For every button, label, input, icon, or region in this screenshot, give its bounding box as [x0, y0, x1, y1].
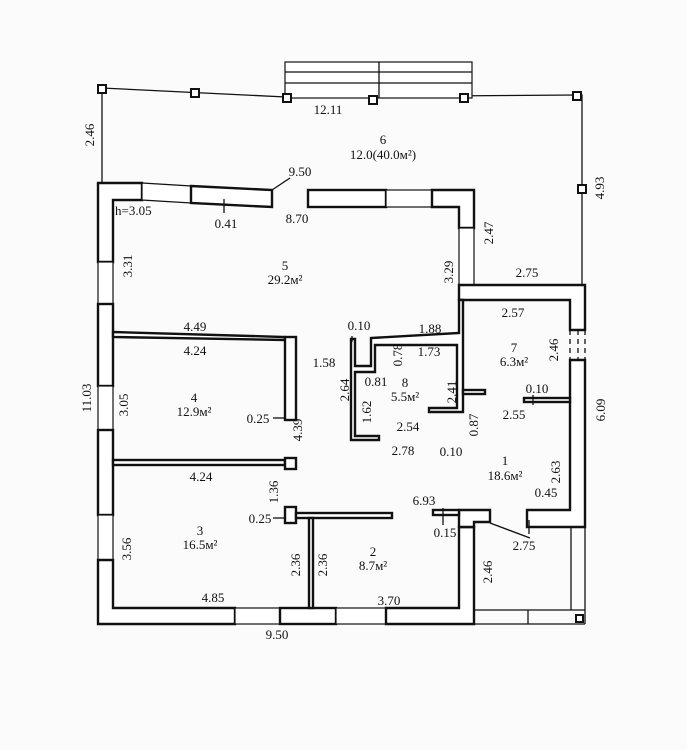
- dim-label: 2.64: [337, 378, 352, 401]
- dim-label: 3.31: [120, 255, 135, 278]
- porch-posts: [97, 84, 587, 194]
- dim-label: 2.46: [82, 123, 97, 146]
- room-labels: 6 12.0(40.0м²) 5 29.2м² 4 12.9м² 8 5.5м²…: [177, 132, 529, 573]
- room-5-number: 5: [282, 258, 289, 273]
- dim-label: 11.03: [79, 384, 94, 413]
- dimension-ticks: [223, 177, 534, 539]
- dim-label: 0.10: [440, 444, 463, 459]
- room-3-area: 16.5м²: [183, 537, 218, 552]
- dim-label: 0.41: [215, 216, 238, 231]
- dim-label: 2.46: [480, 560, 495, 583]
- dim-label: 2.36: [288, 553, 303, 576]
- dim-label: 1.36: [266, 480, 281, 503]
- room-8-number: 8: [402, 375, 409, 390]
- dim-label: 12.11: [314, 102, 343, 117]
- dim-label: 6.93: [413, 493, 436, 508]
- dim-label: 4.39: [290, 419, 305, 442]
- dim-label: 0.87: [466, 413, 481, 436]
- dim-label: 0.25: [249, 511, 272, 526]
- room-7-number: 7: [511, 340, 518, 355]
- dim-label: 4.49: [184, 319, 207, 334]
- room-2-area: 8.7м²: [359, 558, 387, 573]
- dim-label: 0.15: [434, 525, 457, 540]
- dim-label: 3.70: [378, 593, 401, 608]
- dim-label: 2.78: [392, 443, 415, 458]
- dim-label: 2.75: [513, 538, 536, 553]
- room-8-area: 5.5м²: [391, 389, 419, 404]
- dim-label: 2.36: [315, 553, 330, 576]
- room-3-number: 3: [197, 523, 204, 538]
- dim-label: 1.88: [419, 321, 442, 336]
- room-5-area: 29.2м²: [268, 272, 303, 287]
- room-4-number: 4: [191, 390, 198, 405]
- dim-label: 2.54: [397, 419, 420, 434]
- dim-label: 1.62: [359, 401, 374, 424]
- dim-label: 3.05: [116, 394, 131, 417]
- dim-label: 0.81: [365, 374, 388, 389]
- room-1-area: 18.6м²: [488, 468, 523, 483]
- dim-label: 1.58: [313, 355, 336, 370]
- room-6-area: 12.0(40.0м²): [350, 147, 416, 162]
- dim-label: 0.25: [247, 411, 270, 426]
- dim-label: 8.70: [286, 211, 309, 226]
- dim-label: 9.50: [289, 164, 312, 179]
- dim-label: 4.24: [190, 469, 213, 484]
- dim-label: 2.57: [502, 305, 525, 320]
- dim-label: 4.24: [184, 343, 207, 358]
- room-2-number: 2: [370, 544, 377, 559]
- dim-label: 2.75: [516, 265, 539, 280]
- dim-label: 2.47: [481, 221, 496, 244]
- dim-label: 3.29: [441, 261, 456, 284]
- dim-label: 4.93: [592, 177, 607, 200]
- room-6-number: 6: [380, 132, 387, 147]
- dim-label: 9.50: [266, 627, 289, 642]
- dimension-labels: h=3.05 12.11 2.46 4.93 9.50 0.41 8.70 2.…: [79, 102, 608, 642]
- dim-label: 1.73: [418, 344, 441, 359]
- dim-label: 2.63: [548, 461, 563, 484]
- exterior-walls: [96, 181, 587, 626]
- room-1-number: 1: [502, 453, 509, 468]
- dim-label: 0.45: [535, 485, 558, 500]
- dim-label: 0.78: [390, 344, 405, 367]
- dim-label: 4.85: [202, 590, 225, 605]
- room-7-area: 6.3м²: [500, 354, 528, 369]
- dim-label: 6.09: [593, 399, 608, 422]
- dim-label: 2.41: [444, 381, 459, 404]
- dim-label: 0.10: [526, 381, 549, 396]
- dim-label: 2.55: [503, 407, 526, 422]
- interior-walls: [111, 298, 572, 610]
- porch-outline: [97, 61, 587, 285]
- ceiling-height: h=3.05: [115, 203, 152, 218]
- dim-label: 0.10: [348, 318, 371, 333]
- dim-label: 3.56: [119, 537, 134, 560]
- dim-label: 2.46: [546, 338, 561, 361]
- room-4-area: 12.9м²: [177, 404, 212, 419]
